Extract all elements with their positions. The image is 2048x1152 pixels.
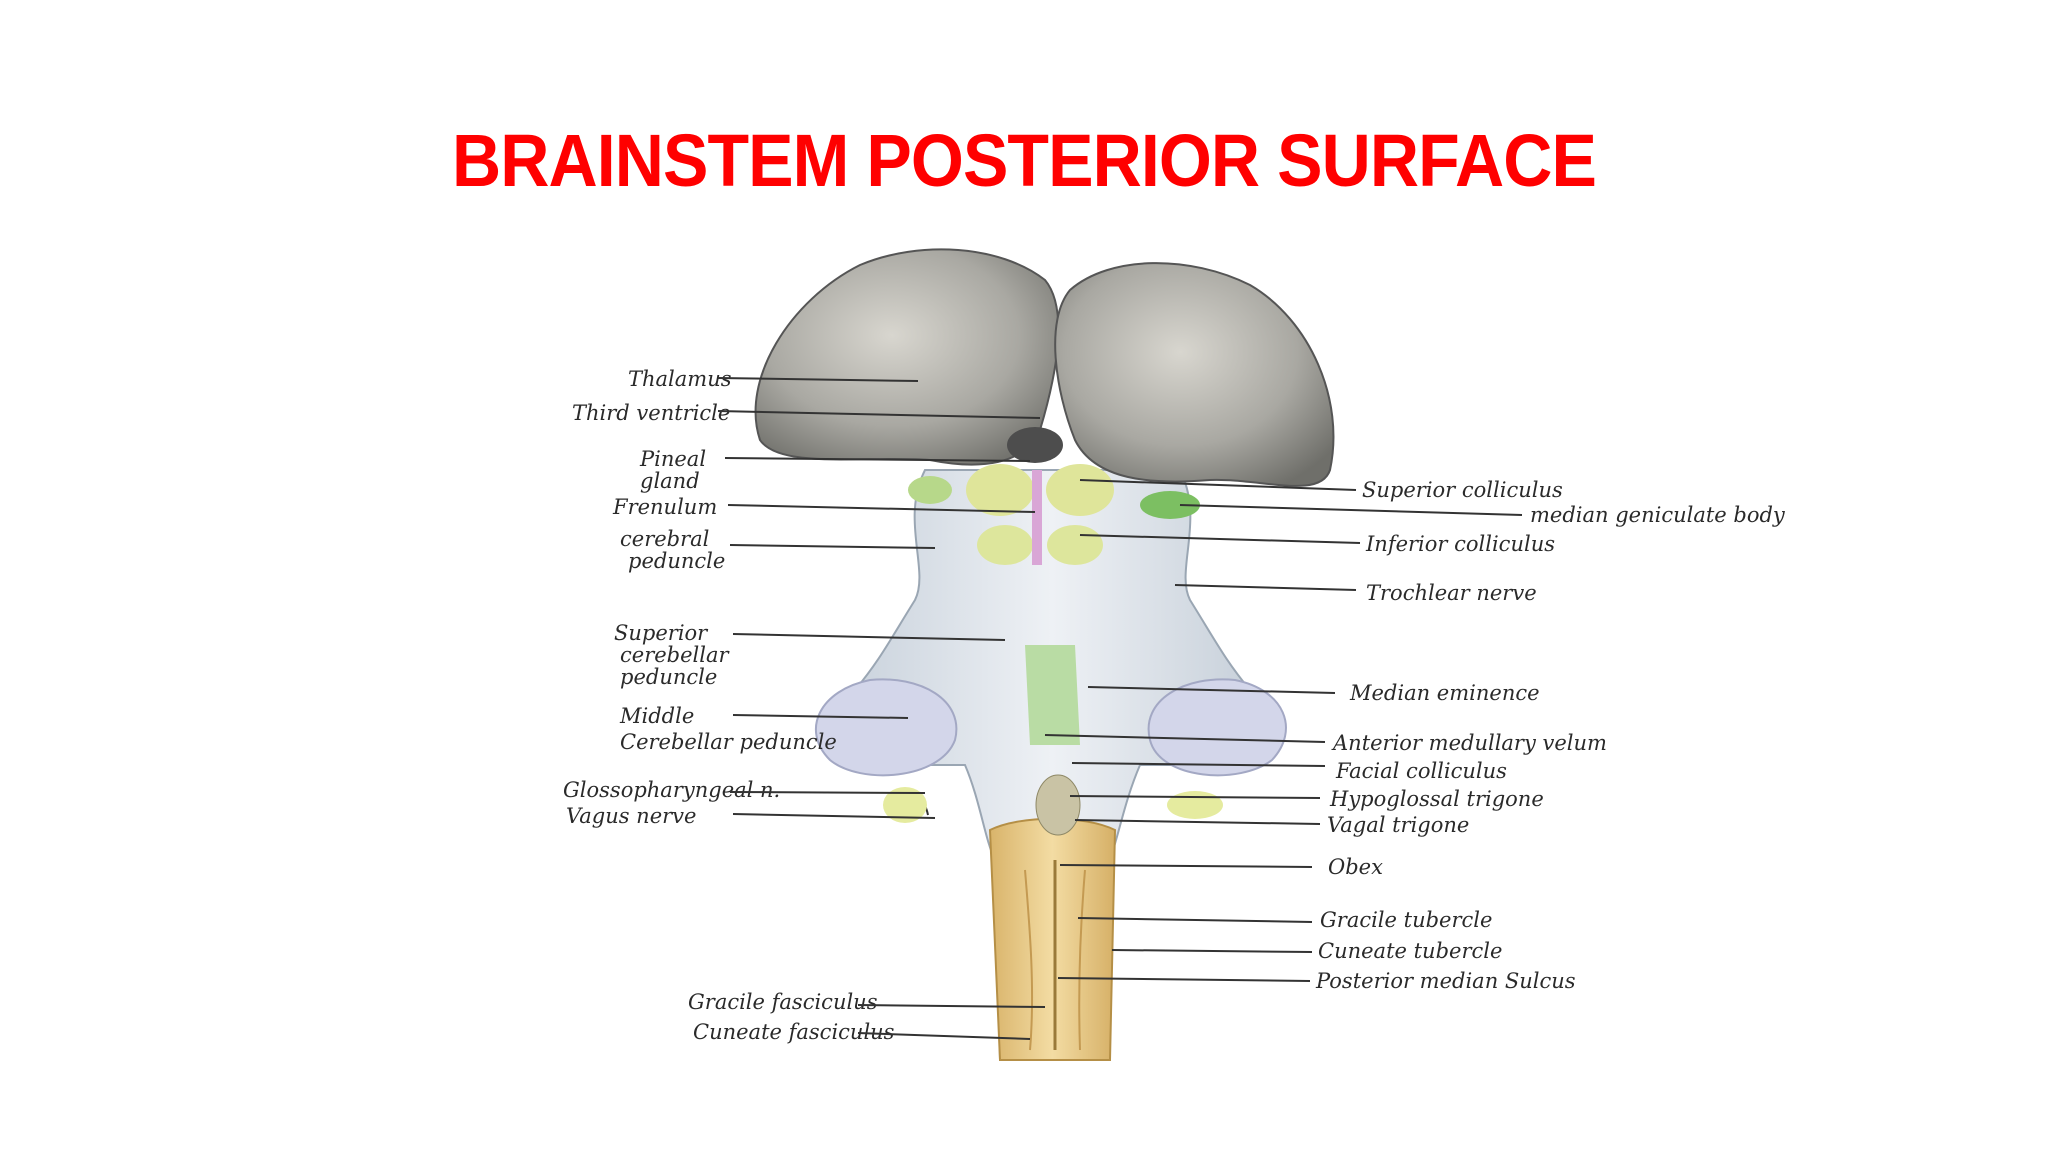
leader-cuneate-fasciculus	[857, 1032, 1031, 1040]
label-vagus-nerve: Vagus nerve	[566, 804, 696, 828]
leader-posterior-median-sulcus	[1057, 977, 1311, 982]
label-cuneate-fasciculus: Cuneate fasciculus	[693, 1020, 895, 1044]
label-vagal-trigone: Vagal trigone	[1327, 813, 1469, 837]
leader-superior-colliculus	[1079, 479, 1357, 491]
label-obex: Obex	[1328, 855, 1383, 879]
right-thalamus	[1054, 262, 1335, 487]
leader-median-geniculate-body	[1179, 504, 1523, 516]
leader-glossopharyngeal-n	[729, 791, 926, 794]
label-pineal-gland: Pineal gland	[639, 447, 713, 493]
label-gracile-fasciculus: Gracile fasciculus	[688, 990, 878, 1014]
leader-hypoglossal-trigone	[1069, 795, 1321, 799]
label-posterior-median-sulcus: Posterior median Sulcus	[1315, 969, 1576, 993]
right-middle-cerebellar-peduncle	[1147, 678, 1287, 777]
label-gracile-tubercle: Gracile tubercle	[1320, 908, 1492, 932]
label-hypoglossal-trigone: Hypoglossal trigone	[1329, 787, 1544, 811]
label-thalamus: Thalamus	[628, 367, 732, 391]
left-middle-cerebellar-peduncle	[814, 678, 958, 777]
leader-facial-colliculus	[1071, 762, 1326, 767]
leader-inferior-colliculus	[1079, 534, 1361, 544]
label-median-geniculate-body: median geniculate body	[1530, 503, 1786, 527]
frenulum	[1032, 470, 1042, 565]
label-facial-colliculus: Facial colliculus	[1335, 759, 1507, 783]
left-nerve-roots	[883, 787, 927, 823]
leader-gracile-fasciculus	[857, 1004, 1046, 1008]
label-third-ventricle: Third ventricle	[572, 401, 730, 425]
label-trochlear-nerve: Trochlear nerve	[1366, 581, 1537, 605]
rhomboid-fossa-detail	[1035, 774, 1081, 836]
label-cerebral-peduncle: cerebral peduncle	[620, 527, 725, 573]
leader-cerebral-peduncle	[729, 544, 936, 549]
page-title: BRAINSTEM POSTERIOR SURFACE	[452, 119, 1597, 202]
leader-cuneate-tubercle	[1111, 949, 1313, 953]
leader-frenulum	[727, 504, 1036, 513]
leader-pineal-gland	[724, 457, 1031, 462]
label-middle-cerebellar-peduncle: Middle Cerebellar peduncle	[619, 704, 837, 754]
right-geniculate-body	[1140, 491, 1200, 519]
leader-median-eminence	[1087, 686, 1336, 694]
leader-superior-cerebellar-peduncle	[732, 633, 1006, 641]
leader-vagus-nerve	[732, 813, 936, 819]
leader-gracile-tubercle	[1077, 917, 1313, 923]
label-anterior-medullary-velum: Anterior medullary velum	[1331, 731, 1607, 755]
median-eminence	[1025, 645, 1080, 745]
leader-trochlear-nerve	[1174, 584, 1357, 591]
labels-right: Superior colliculus median geniculate bo…	[1044, 478, 1786, 993]
label-frenulum: Frenulum	[612, 495, 717, 519]
labels-left: Thalamus Third ventricle Pineal gland Fr…	[563, 367, 1046, 1044]
label-superior-colliculus: Superior colliculus	[1362, 478, 1563, 502]
pineal-gland	[1007, 427, 1063, 463]
label-cuneate-tubercle: Cuneate tubercle	[1318, 939, 1502, 963]
leader-third-ventricle	[717, 410, 1041, 419]
label-inferior-colliculus: Inferior colliculus	[1365, 532, 1555, 556]
leader-vagal-trigone	[1074, 819, 1321, 825]
label-median-eminence: Median eminence	[1349, 681, 1540, 705]
leader-obex	[1059, 864, 1313, 868]
leader-thalamus	[717, 377, 919, 382]
label-superior-cerebellar-peduncle: Superior cerebellar peduncle	[614, 621, 735, 689]
leader-anterior-medullary-velum	[1044, 734, 1326, 743]
left-geniculate-body	[908, 476, 952, 504]
leader-middle-cerebellar-peduncle	[732, 714, 909, 719]
label-glossopharyngeal-n: Glossopharyngeal n.	[563, 778, 780, 802]
